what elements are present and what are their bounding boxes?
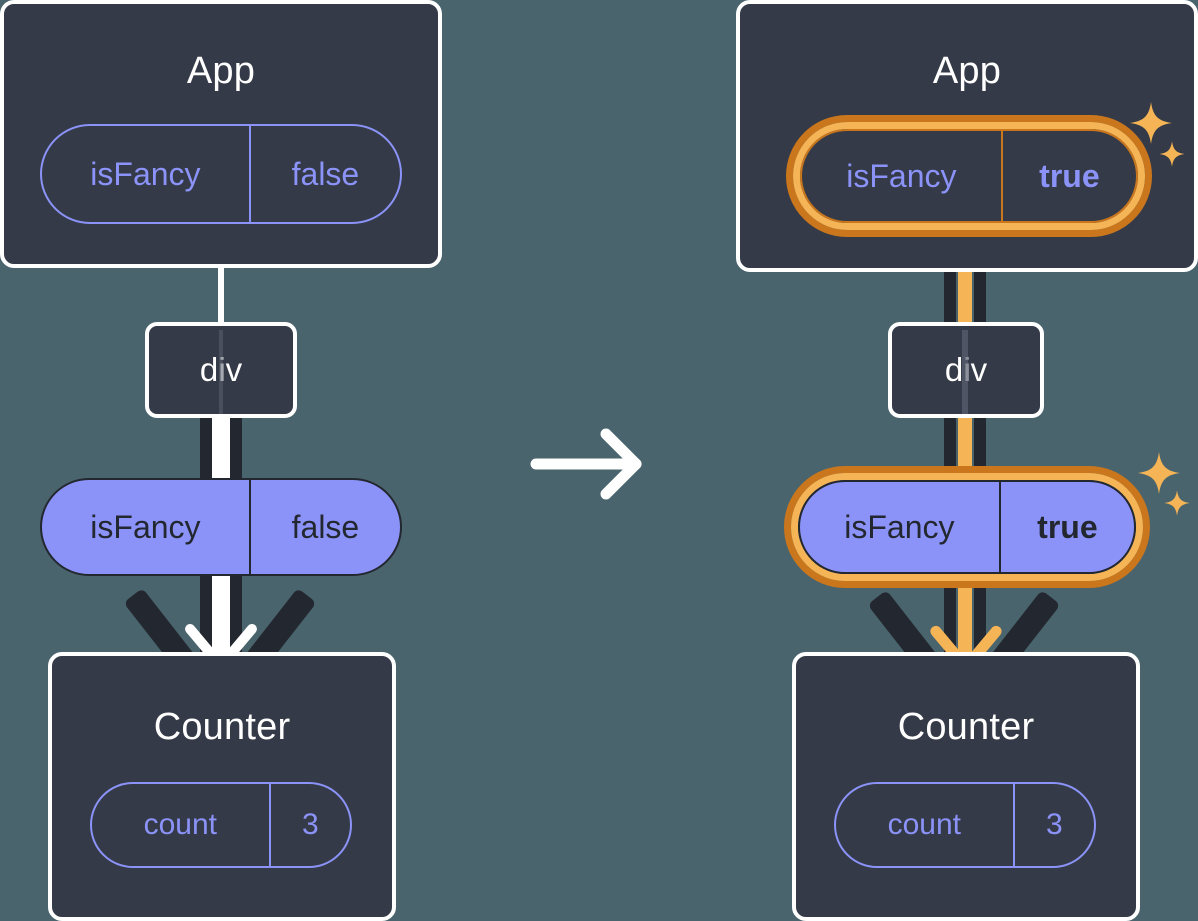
right-counter-title: Counter: [897, 706, 1035, 748]
left-connector-div-to-pill-right: [230, 414, 242, 492]
right-app-title: App: [932, 50, 1002, 92]
left-counter-title: Counter: [153, 706, 291, 748]
sparkle-icon: [1138, 452, 1180, 494]
left-counter-state-key: count: [92, 784, 271, 866]
left-app-state-pill[interactable]: isFancy false: [40, 124, 402, 224]
right-prop-highlight-ring: [784, 466, 1150, 588]
left-prop-key: isFancy: [42, 480, 251, 574]
left-connector-div-to-pill-left: [200, 414, 212, 492]
left-connector-div-inner: [219, 330, 223, 414]
left-prop-value: false: [291, 508, 360, 545]
right-counter-state-value: 3: [1045, 808, 1063, 841]
right-counter-state-key: count: [836, 784, 1015, 866]
right-prop-value: true: [1037, 508, 1098, 545]
left-counter-state-value: 3: [301, 808, 319, 841]
right-counter-box[interactable]: Counter: [792, 652, 1140, 921]
left-connector-div-to-pill-center: [212, 414, 230, 492]
left-connector-pill-to-counter-left: [200, 560, 212, 660]
right-arrow-icon: [530, 428, 642, 500]
left-counter-state-pill[interactable]: count 3: [90, 782, 352, 868]
sparkle-icon: [1164, 490, 1190, 516]
right-app-state-highlight-ring: [786, 115, 1152, 237]
right-app-state-pill[interactable]: isFancy true: [800, 129, 1138, 223]
right-prop-pill[interactable]: isFancy true: [798, 480, 1136, 574]
sparkle-icon: [1159, 141, 1185, 167]
left-connector-pill-to-counter-center: [212, 560, 230, 656]
right-app-state-value: true: [1039, 157, 1100, 194]
left-app-state-value: false: [291, 155, 360, 192]
right-counter-state-pill[interactable]: count 3: [834, 782, 1096, 868]
left-prop-pill[interactable]: isFancy false: [40, 478, 402, 576]
right-prop-key: isFancy: [800, 482, 1001, 572]
right-app-state-key: isFancy: [802, 131, 1003, 221]
sparkle-icon: [1130, 102, 1172, 144]
right-connector-div-inner: [962, 330, 968, 414]
left-app-title: App: [186, 50, 256, 92]
left-connector-app-to-div: [218, 255, 224, 325]
left-app-state-key: isFancy: [42, 126, 251, 222]
